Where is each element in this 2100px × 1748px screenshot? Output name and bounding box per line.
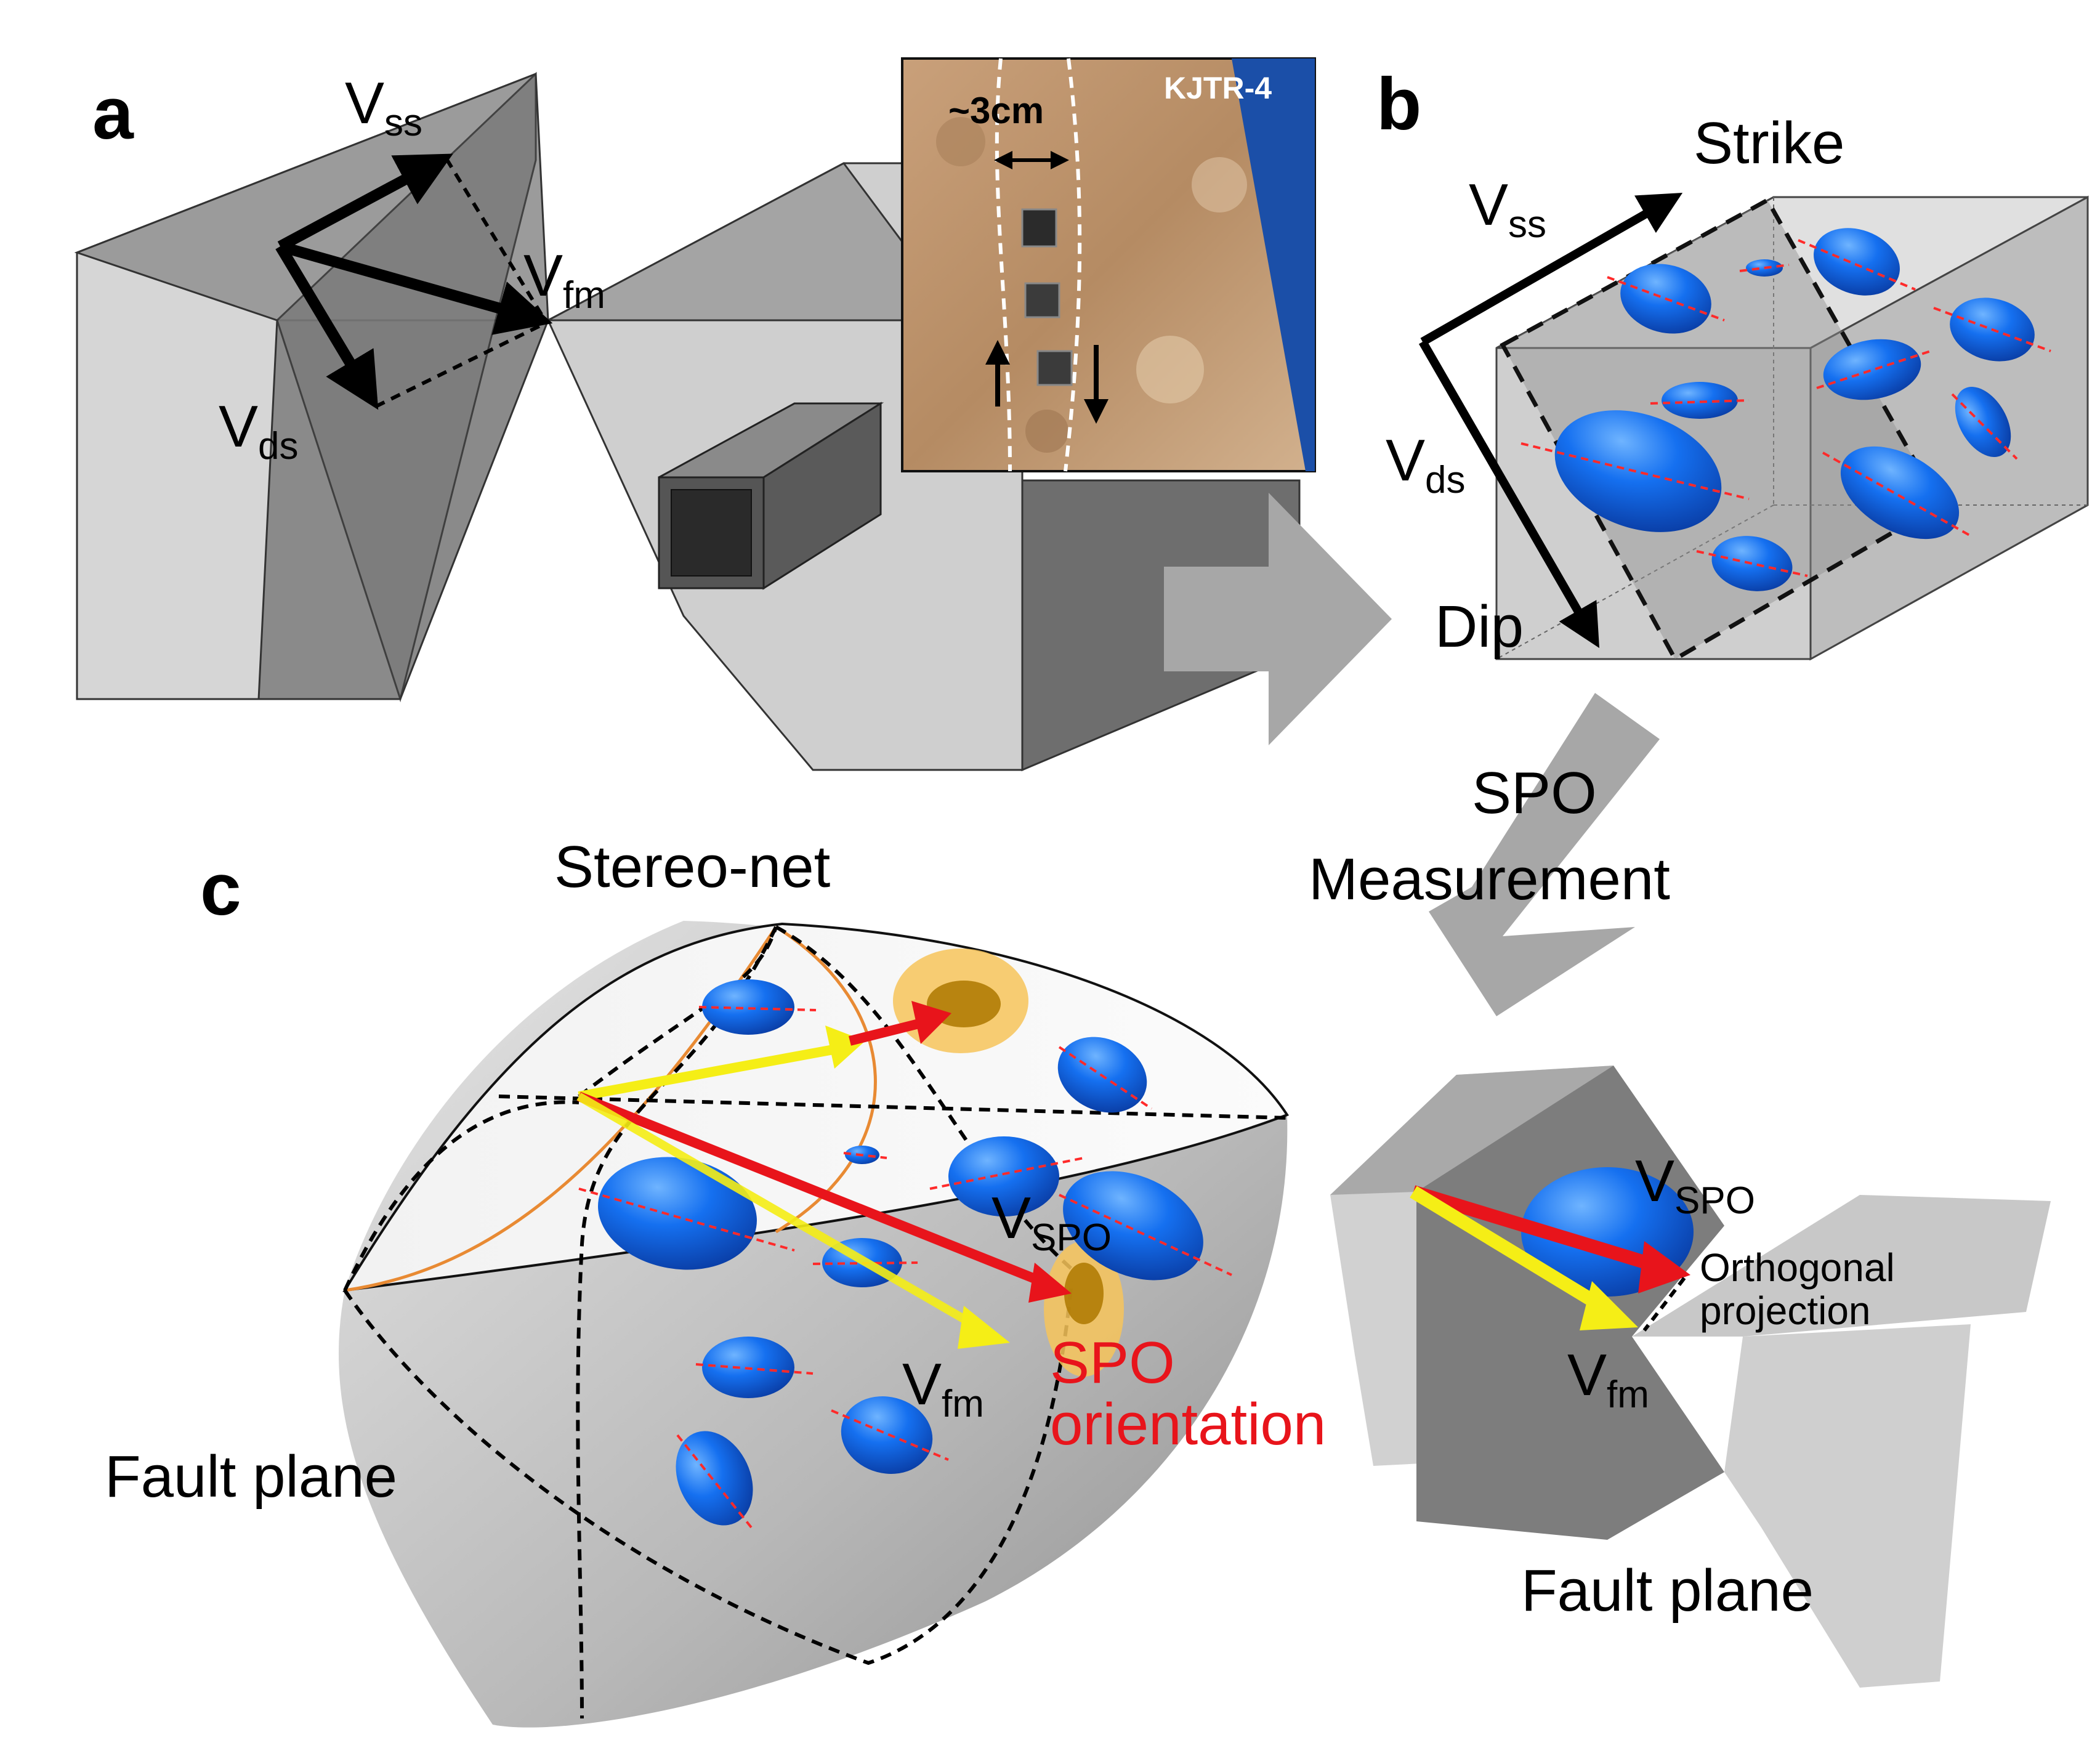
stereo-net-hemisphere [339, 921, 1290, 1728]
field-photo: ~3cm KJTR-4 [901, 57, 1316, 472]
d-v-fm-label: Vfm [1567, 1342, 1649, 1416]
panel-b-letter: b [1376, 63, 1421, 145]
v-ds-label: Vds [219, 394, 299, 467]
stereo-vectors [576, 1001, 1072, 1349]
panel-b-axes [1418, 193, 1683, 649]
photo-label: KJTR-4 [1164, 71, 1272, 105]
orthogonal-line1: Orthogonal [1700, 1245, 1895, 1290]
c-fault-plane-label: Fault plane [105, 1444, 397, 1510]
photo-scale: ~3cm [948, 90, 1044, 131]
d-v-spo-label: VSPO [1635, 1148, 1755, 1222]
v-fm-label: Vfm [523, 243, 605, 317]
panel-c-letter: c [200, 848, 241, 931]
panel-a-blocks [74, 71, 1392, 772]
spo-measurement-line2: Measurement [1309, 846, 1670, 912]
spo-orientation-line1: SPO [1050, 1330, 1175, 1396]
spo-measurement-line1: SPO [1472, 760, 1597, 826]
strike-label: Strike [1694, 110, 1844, 176]
c-v-spo-label: VSPO [991, 1185, 1112, 1259]
dip-label: Dip [1435, 594, 1524, 660]
c-v-fm-label: Vfm [902, 1351, 984, 1425]
panel-a-vectors [275, 153, 553, 410]
measurement-arrow [1429, 693, 1660, 1016]
spo-orientation-line2: orientation [1050, 1391, 1326, 1457]
stereo-net-label: Stereo-net [554, 834, 830, 900]
stereo-ellipsoids [578, 979, 1232, 1529]
b-v-ds-label: Vds [1386, 427, 1466, 501]
panel-a-letter: a [92, 72, 134, 155]
b-v-ss-label: Vss [1469, 172, 1546, 246]
d-fault-plane-label: Fault plane [1521, 1558, 1814, 1624]
panel-b-ellipsoids [1520, 228, 2051, 591]
v-ss-label: Vss [345, 70, 422, 144]
projection-blocks [1330, 1066, 2051, 1688]
orthogonal-line2: projection [1700, 1289, 1871, 1333]
